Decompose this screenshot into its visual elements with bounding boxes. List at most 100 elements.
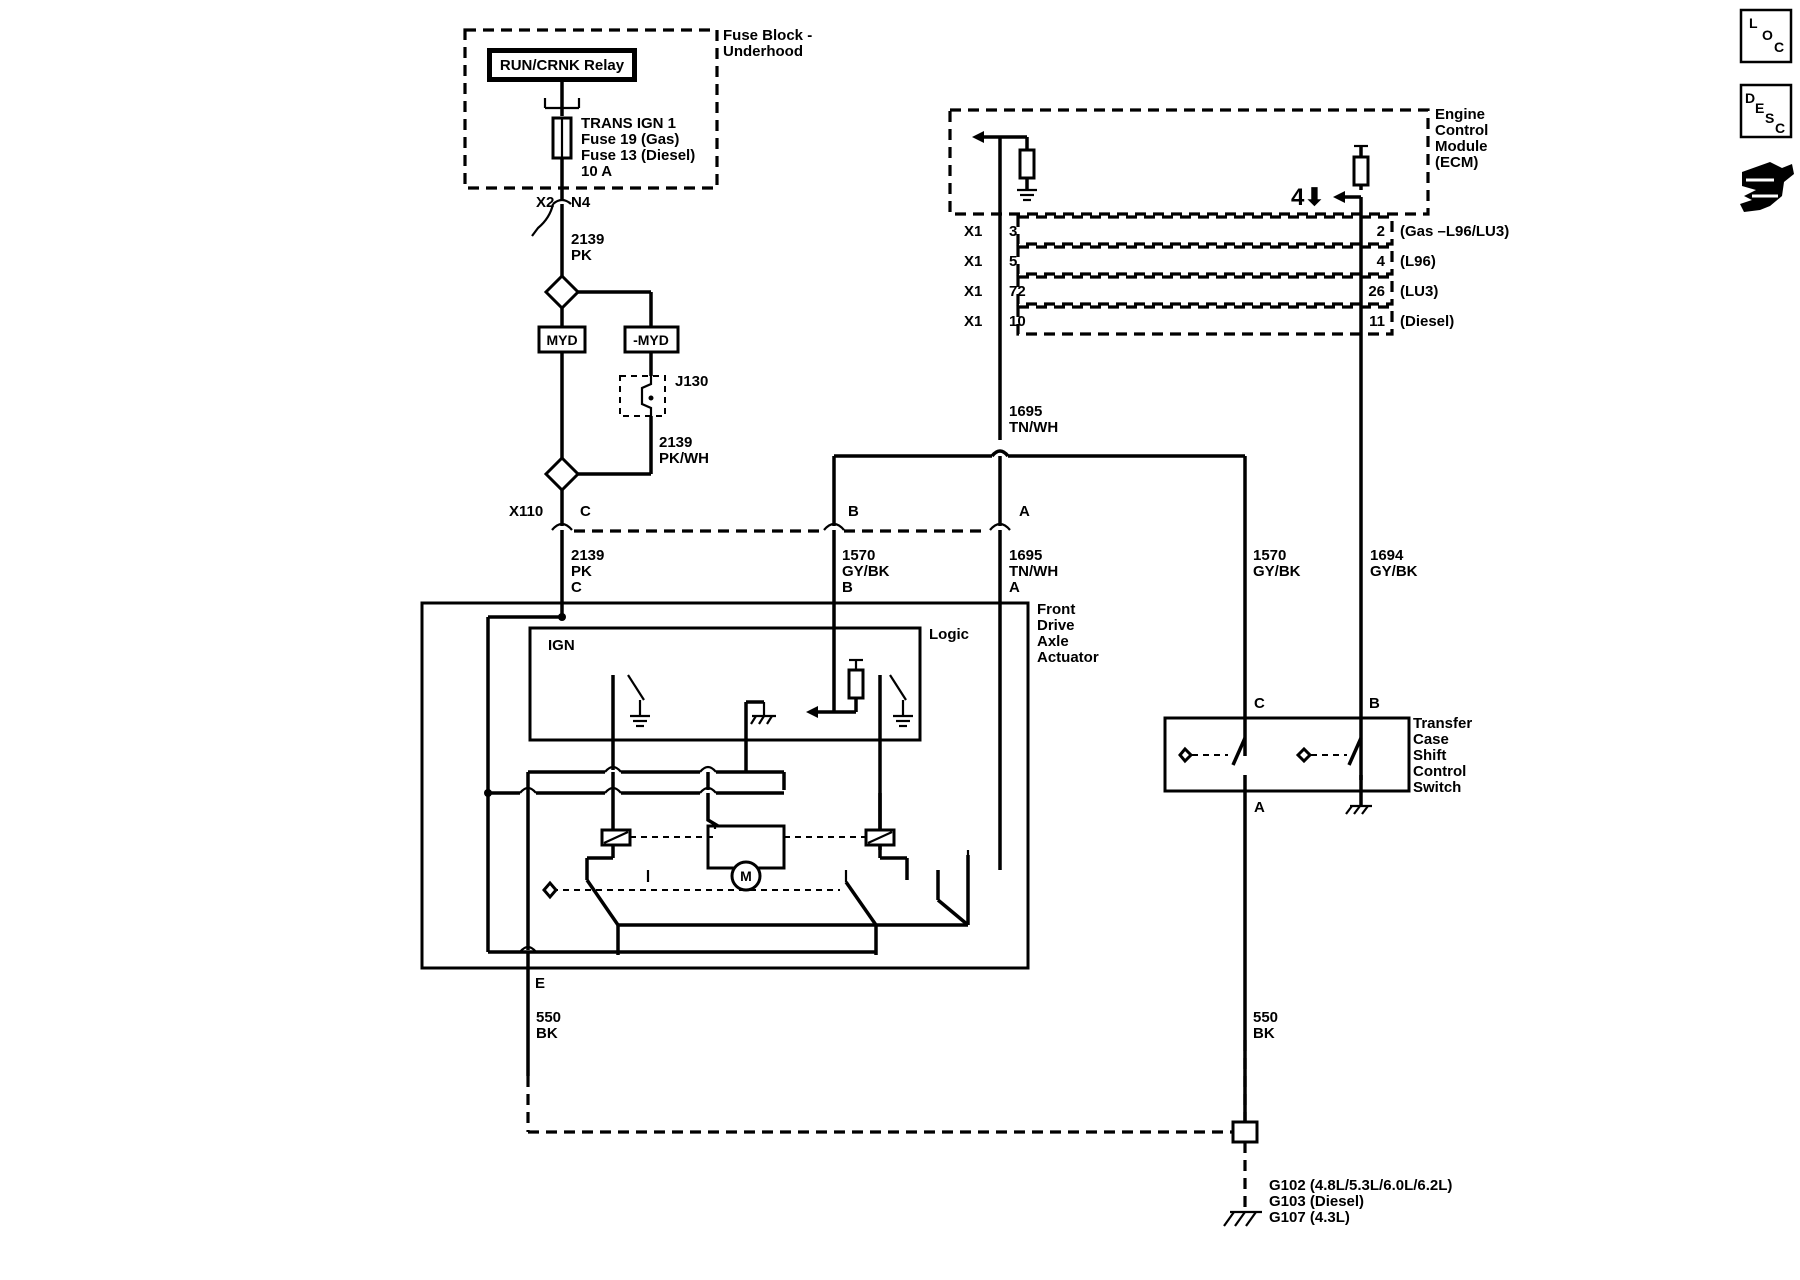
x110-pin-c: C — [580, 503, 591, 520]
loc-letter-c: C — [1774, 39, 1784, 55]
ecm-module: Engine Control Module (ECM) 4⬇ — [948, 106, 1488, 780]
wire-550-left-num: 550 — [536, 1009, 561, 1026]
switch-title-5: Switch — [1413, 779, 1461, 796]
ecm-title-4: (ECM) — [1435, 154, 1478, 171]
desc-button[interactable]: D E S C — [1739, 83, 1793, 139]
ecm-row-0-right-pin: 2 — [1377, 223, 1385, 240]
ecm-row-1-outline — [1016, 245, 1394, 276]
loc-letter-l: L — [1749, 15, 1758, 31]
desc-letter-e: E — [1755, 100, 1764, 116]
switch-actuator-right-icon — [1295, 746, 1313, 764]
ecm-row-3-variant: (Diesel) — [1400, 313, 1454, 330]
wire-1694-color: GY/BK — [1370, 563, 1418, 580]
switch-pin-c: C — [1254, 695, 1265, 712]
desc-letter-c: C — [1775, 120, 1785, 136]
switch-title-2: Case — [1413, 731, 1449, 748]
logic-resistor — [847, 668, 865, 700]
desc-letter-d: D — [1745, 90, 1755, 106]
fuse-block-title-1: Fuse Block - — [723, 27, 812, 44]
ecm-row-2-left-pin: 72 — [1009, 283, 1026, 300]
ecm-pullup-resistor — [1352, 155, 1370, 187]
option-not-myd — [623, 325, 680, 354]
fuse-name: TRANS IGN 1 — [581, 115, 676, 132]
wire-2139-bot-num: 2139 — [571, 547, 604, 564]
wire-1570-right-num: 1570 — [1253, 547, 1286, 564]
fuse-gas: Fuse 19 (Gas) — [581, 131, 679, 148]
desc-letter-s: S — [1765, 110, 1774, 126]
motor-icon — [730, 860, 762, 892]
wire-550-right-color: BK — [1253, 1025, 1275, 1042]
ecm-title-3: Module — [1435, 138, 1488, 155]
fuse-rating: 10 A — [581, 163, 612, 180]
wire-1570-bot-num: 1570 — [842, 547, 875, 564]
option-not-myd-label: -MYD — [633, 332, 669, 348]
ground-g102: G102 (4.8L/5.3L/6.0L/6.2L) — [1269, 1177, 1452, 1194]
ground-symbol-icon — [1223, 1210, 1262, 1227]
wire-550-left-color: BK — [536, 1025, 558, 1042]
actuator-title-4: Actuator — [1037, 649, 1099, 666]
fuse-block: Fuse Block - Underhood RUN/CRNK Relay TR… — [463, 27, 812, 190]
ecm-row-3-outline — [1016, 305, 1394, 336]
relay-label: RUN/CRNK Relay — [500, 57, 625, 74]
switch-title-4: Control — [1413, 763, 1466, 780]
splice-bottom — [543, 455, 581, 493]
ecm-row-1-connector: X1 — [964, 253, 982, 270]
jumper-j130-label: J130 — [675, 373, 708, 390]
splice-top — [543, 273, 581, 311]
ground-g107: G107 (4.3L) — [1269, 1209, 1350, 1226]
switch-pin-a: A — [1254, 799, 1265, 816]
ecm-row-2-variant: (LU3) — [1400, 283, 1438, 300]
logic-label: Logic — [929, 626, 969, 643]
loc-button[interactable]: L O C — [1739, 8, 1793, 64]
wire-2139-top-color: PK — [571, 247, 592, 264]
fuse-block-title-2: Underhood — [723, 43, 803, 60]
switch-title-3: Shift — [1413, 747, 1446, 764]
wire-1695-bot-color: TN/WH — [1009, 563, 1058, 580]
connector-pigtail — [531, 203, 555, 237]
front-axle-actuator: Front Drive Axle Actuator Logic IGN — [420, 601, 1099, 1076]
wire-1695-bot-num: 1695 — [1009, 547, 1042, 564]
ecm-row-0-variant: (Gas –L96/LU3) — [1400, 223, 1509, 240]
switch-pin-b: B — [1369, 695, 1380, 712]
loc-letter-o: O — [1762, 27, 1773, 43]
wire-1570-right-color: GY/BK — [1253, 563, 1301, 580]
wire-2139-pkwh-color: PK/WH — [659, 450, 709, 467]
ecm-title-1: Engine — [1435, 106, 1485, 123]
position-sensor-icon — [542, 880, 558, 900]
connector-x2: X2 — [536, 194, 554, 211]
jumper-j130 — [619, 375, 666, 417]
ecm-row-1-variant: (L96) — [1400, 253, 1436, 270]
ecm-4wd-indicator: 4⬇ — [1291, 184, 1324, 211]
wire-2139-bot-color: PK — [571, 563, 592, 580]
connector-n4: N4 — [571, 194, 591, 211]
connector-end-view-icon[interactable] — [1740, 162, 1794, 212]
x110-pin-a: A — [1019, 503, 1030, 520]
actuator-pin-e: E — [535, 975, 545, 992]
x110-connector-a — [989, 456, 1011, 870]
transfer-case-switch: Transfer Case Shift Control Switch C B A — [1163, 695, 1472, 1126]
ecm-row-0-left-pin: 3 — [1009, 223, 1017, 240]
wire-1694-num: 1694 — [1370, 547, 1404, 564]
wire-1695-top-num: 1695 — [1009, 403, 1042, 420]
wire-1570-bot-pin: B — [842, 579, 853, 596]
ecm-row-3-right-pin: 11 — [1369, 313, 1385, 330]
ign-label: IGN — [548, 637, 575, 654]
switch-actuator-left-icon — [1178, 746, 1194, 764]
wire-1570-bot-color: GY/BK — [842, 563, 890, 580]
x110-connector-b — [823, 456, 845, 712]
ecm-title-2: Control — [1435, 122, 1488, 139]
ecm-row-3-connector: X1 — [964, 313, 982, 330]
ecm-row-0-connector: X1 — [964, 223, 982, 240]
ecm-row-0-outline — [1016, 215, 1394, 246]
ecm-row-2-right-pin: 26 — [1368, 283, 1385, 300]
ground-g103: G103 (Diesel) — [1269, 1193, 1364, 1210]
ecm-row-2-connector: X1 — [964, 283, 982, 300]
switch-title-1: Transfer — [1413, 715, 1472, 732]
logic-block — [528, 626, 922, 742]
ecm-row-1-right-pin: 4 — [1377, 253, 1386, 270]
ecm-row-2-outline — [1016, 275, 1394, 306]
wire-2139-pkwh-num: 2139 — [659, 434, 692, 451]
actuator-title-3: Axle — [1037, 633, 1069, 650]
x110-pin-b: B — [848, 503, 859, 520]
